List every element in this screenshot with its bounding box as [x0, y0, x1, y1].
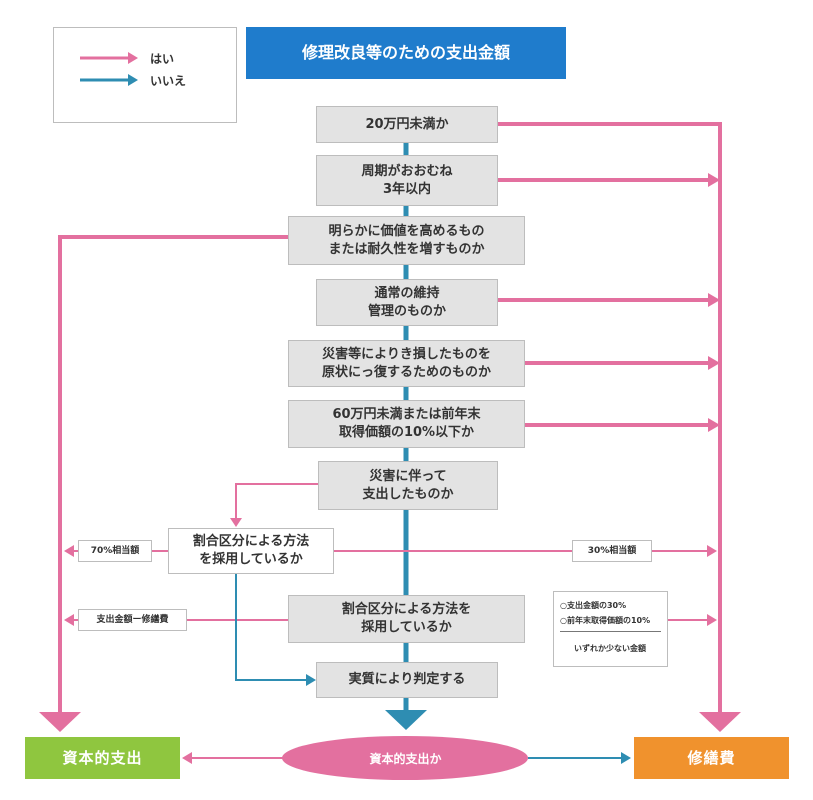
question-text: 20万円未満か	[365, 116, 449, 132]
question-normal-maintenance: 通常の維持 管理のものか	[316, 279, 498, 326]
outcome-text: 資本的支出	[62, 748, 143, 767]
question-text: 周期がおおむね	[361, 163, 453, 179]
label-70-percent: 70%相当額	[78, 540, 152, 562]
question-text: 取得価額の10%以下か	[338, 425, 475, 440]
step-judge-by-substance: 実質により判定する	[316, 662, 498, 698]
oval-text: 資本的支出か	[369, 751, 442, 766]
legend-arrows	[80, 52, 138, 86]
label-expense-minus-repair: 支出金額ー修繕費	[78, 609, 187, 631]
question-disaster-related: 災害に伴って 支出したものか	[318, 461, 498, 510]
outcome-capital-expenditure: 資本的支出	[25, 737, 180, 779]
question-text: 支出したものか	[362, 486, 454, 502]
question-disaster-restore: 災害等によりき損したものを 原状にっ復するためのものか	[288, 340, 525, 387]
question-text: 採用しているか	[361, 620, 452, 635]
question-text: 災害等によりき損したものを	[322, 346, 491, 362]
label-text: 70%相当額	[90, 545, 140, 556]
outcome-text: 修繕費	[687, 748, 736, 767]
label-30-percent: 30%相当額	[572, 540, 652, 562]
question-text: 原状にっ復するためのものか	[321, 364, 491, 380]
question-under-200k: 20万円未満か	[316, 106, 498, 143]
yes-path-repair	[498, 122, 722, 712]
question-text: 明らかに価値を高めるもの	[328, 223, 485, 239]
spine-arrowhead	[385, 710, 427, 730]
title-text: 修理改良等のための支出金額	[301, 43, 510, 63]
capital-question-oval	[282, 736, 528, 780]
label-text: 30%相当額	[587, 545, 637, 556]
question-cycle-3-years: 周期がおおむね 3年以内	[316, 155, 498, 206]
question-text: 実質により判定する	[348, 672, 466, 688]
question-text: または耐久性を増すものか	[328, 241, 485, 257]
note-line-2: ○前年末取得価額の10%	[560, 616, 651, 625]
question-text: 60万円未満または前年末	[332, 407, 481, 423]
note-lesser-amount: ○支出金額の30% ○前年末取得価額の10% いずれか少ない金額	[553, 591, 668, 667]
question-text: 管理のものか	[367, 303, 446, 319]
question-text: 災害に伴って	[369, 468, 447, 484]
oval-to-capital-arrowhead	[182, 752, 192, 764]
outcome-repair-cost: 修繕費	[634, 737, 789, 779]
thin-arrowheads-right	[707, 545, 717, 626]
question-increase-value: 明らかに価値を高めるもの または耐久性を増すものか	[288, 216, 525, 265]
note-line-3: いずれか少ない金額	[574, 644, 646, 653]
yes-path-capital	[58, 235, 288, 712]
question-ratio-method-center: 割合区分による方法を 採用しているか	[288, 595, 525, 643]
question-text: 割合区分による方法	[192, 534, 310, 550]
legend: はい いいえ	[53, 27, 237, 123]
legend-yes-label: はい	[150, 52, 175, 66]
question-text: 通常の維持	[374, 285, 440, 301]
note-divider	[560, 631, 661, 632]
question-text: 割合区分による方法を	[341, 602, 472, 618]
label-text: 支出金額ー修繕費	[96, 614, 169, 625]
capital-arrowhead	[39, 712, 81, 732]
legend-no-label: いいえ	[150, 74, 187, 88]
yes-arrowheads-right	[699, 173, 741, 732]
question-ratio-method-left: 割合区分による方法 を採用しているか	[168, 528, 334, 574]
question-text: を採用しているか	[199, 552, 303, 567]
flowchart-title: 修理改良等のための支出金額	[246, 27, 566, 79]
note-line-1: ○支出金額の30%	[560, 601, 627, 610]
left-arrowheads	[64, 518, 242, 626]
no-path-q8	[235, 574, 308, 681]
yes-thin-lines	[334, 550, 710, 621]
q10-arrowhead	[306, 674, 316, 686]
capital-question-label: 資本的支出か	[283, 738, 528, 778]
oval-to-repair-arrowhead	[621, 752, 631, 764]
question-text: 3年以内	[382, 181, 432, 197]
question-under-600k: 60万円未満または前年末 取得価額の10%以下か	[288, 400, 525, 448]
